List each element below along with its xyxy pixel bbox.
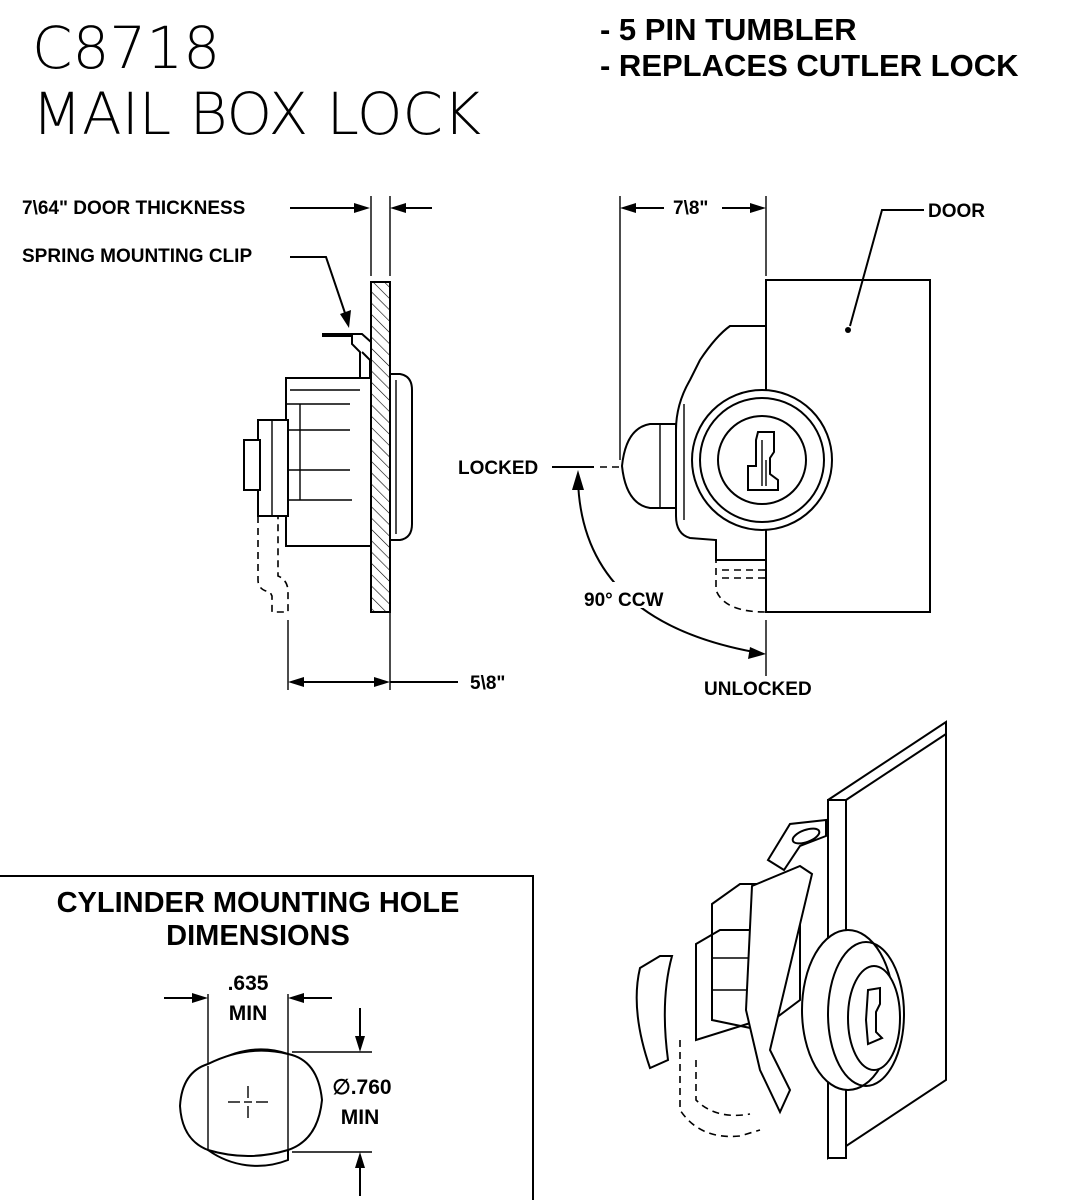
header: C8718 MAIL BOX LOCK - 5 PIN TUMBLER - RE… <box>32 12 1019 148</box>
mounting-title-1: CYLINDER MOUNTING HOLE <box>57 887 460 919</box>
feature-replaces: - REPLACES CUTLER LOCK <box>600 48 1019 83</box>
door-thickness-label: 7\64" DOOR THICKNESS <box>22 198 245 219</box>
feature-tumbler: - 5 PIN TUMBLER <box>600 12 857 47</box>
door-section <box>370 281 391 613</box>
rotation-label: 90° CCW <box>584 590 663 611</box>
front-view: 7\8" DOOR LOCKED 90° CCW <box>458 196 985 700</box>
side-view: 7\64" DOOR THICKNESS SPRING MOUNTING CLI… <box>22 196 505 694</box>
title-model: C8718 <box>32 14 220 82</box>
width-label: 7\8" <box>673 198 708 219</box>
width-min: MIN <box>229 1002 268 1025</box>
locked-label: LOCKED <box>458 458 538 479</box>
spring-clip-label: SPRING MOUNTING CLIP <box>22 246 252 267</box>
depth-label: 5\8" <box>470 673 505 694</box>
isometric-view <box>635 720 947 1160</box>
unlocked-label: UNLOCKED <box>704 679 812 700</box>
diameter-min: MIN <box>341 1106 380 1129</box>
mounting-title-2: DIMENSIONS <box>166 920 350 952</box>
mounting-hole-panel: CYLINDER MOUNTING HOLE DIMENSIONS .635 M… <box>0 875 534 1200</box>
diameter-value: ∅.760 <box>332 1076 391 1099</box>
width-value: .635 <box>228 972 269 995</box>
title-product: MAIL BOX LOCK <box>32 80 481 148</box>
door-label: DOOR <box>928 201 985 222</box>
